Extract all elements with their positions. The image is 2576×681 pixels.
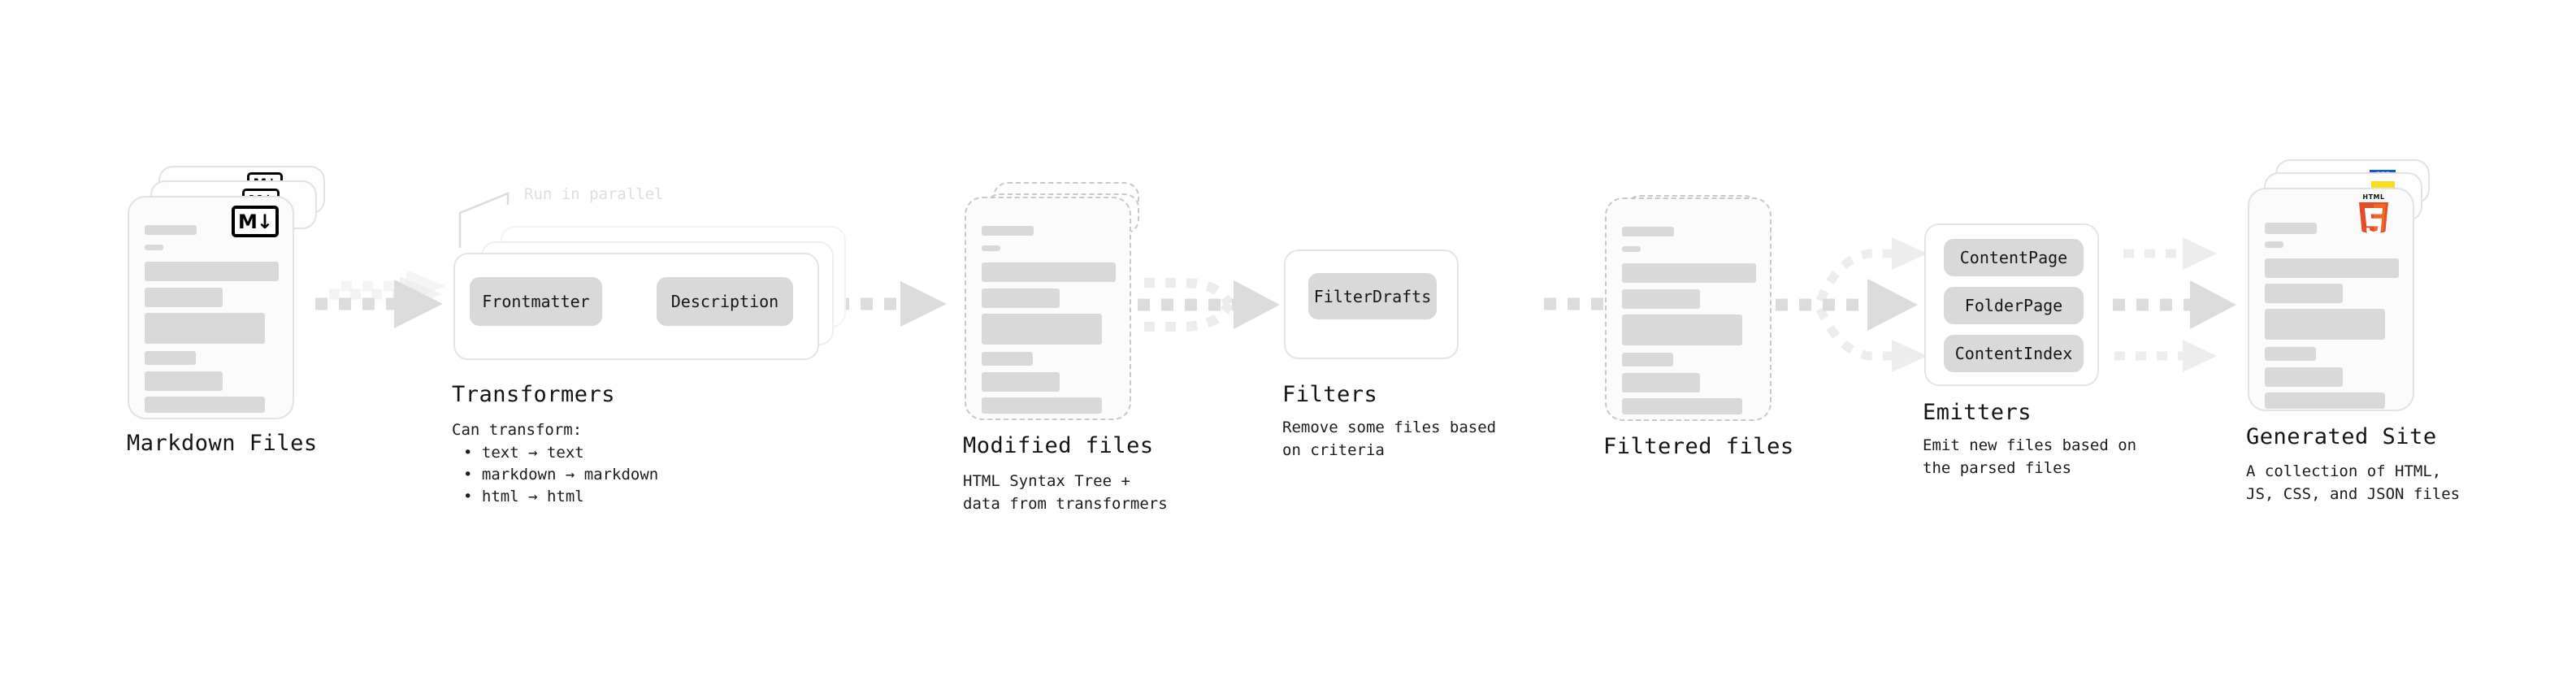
skeleton-line [145,313,265,344]
transformer-panel-front: Frontmatter Description [453,253,819,360]
emitter-node-contentindex-label: ContentIndex [1954,344,2073,363]
skeleton-line [145,351,196,365]
skeleton-line [145,288,223,307]
stage-desc-generated-site: A collection of HTML, JS, CSS, and JSON … [2246,462,2461,503]
skeleton-line [145,397,265,413]
markdown-badge-arrow: ↓ [256,210,273,233]
skeleton-line [2265,258,2399,278]
arrow-modified-to-filters [1138,278,1280,332]
skeleton-line [2265,393,2385,409]
generated-file-front [2248,188,2414,411]
skeleton-line [1622,373,1700,393]
skeleton-line [982,226,1034,236]
stage-title-generated-site: Generated Site [2246,424,2437,449]
stage-desc-transformers: Can transform: [452,421,583,439]
stage-title-markdown-files: Markdown Files [127,431,318,456]
arrow-markdown-to-transformers [315,270,445,328]
transformers-bullet-2: • html → html [463,488,584,505]
stage-title-filters: Filters [1282,382,1378,407]
markdown-icon: M↓ [232,206,279,237]
transformer-node-frontmatter-label: Frontmatter [482,292,590,311]
stage-title-modified-files: Modified files [963,433,1154,458]
skeleton-line [1622,353,1673,367]
stage-title-emitters: Emitters [1923,400,2032,425]
emitter-node-contentindex[interactable]: ContentIndex [1944,335,2084,372]
run-in-parallel-annotation: Run in parallel [524,185,664,203]
emitter-node-contentpage[interactable]: ContentPage [1944,239,2084,276]
html5-icon: HTML [2355,192,2392,236]
arrow-filtered-to-emitters [1776,237,1928,372]
skeleton-line [982,352,1033,366]
stage-desc-modified-files: HTML Syntax Tree + data from transformer… [963,472,1168,513]
transformer-node-frontmatter[interactable]: Frontmatter [470,277,602,326]
skeleton-line [1622,263,1756,283]
filtered-file-front [1605,197,1772,421]
stage-title-filtered-files: Filtered files [1603,434,1794,459]
skeleton-line [982,314,1102,345]
emitters-panel: ContentPage FolderPage ContentIndex [1924,223,2099,386]
skeleton-line [145,262,279,281]
skeleton-line [1622,398,1742,414]
skeleton-line [2265,284,2343,303]
stage-desc-emitters: Emit new files based on the parsed files [1923,436,2137,477]
skeleton-line [145,245,163,250]
arrow-emitters-to-site [2113,237,2236,372]
markdown-badge-letter: M [238,210,258,233]
skeleton-line [982,262,1116,282]
skeleton-line [2265,367,2343,387]
emitter-node-folderpage-label: FolderPage [1964,296,2063,315]
filters-panel: FilterDrafts [1284,249,1459,359]
skeleton-line [1622,246,1641,252]
skeleton-line [2265,309,2385,340]
emitter-node-folderpage[interactable]: FolderPage [1944,287,2084,324]
skeleton-line [982,397,1102,414]
svg-text:HTML: HTML [2362,193,2384,201]
transformers-bullet-0: • text → text [463,444,584,462]
transformers-bullet-1: • markdown → markdown [463,466,659,484]
skeleton-line [2265,223,2317,234]
skeleton-line [1622,314,1742,345]
skeleton-line [1622,289,1700,309]
stage-desc-filters: Remove some files based on criteria [1282,419,1497,459]
html5-shield-svg: HTML [2359,193,2388,236]
arrow-transformers-to-modified [837,281,947,327]
skeleton-line [145,225,197,235]
emitter-node-contentpage-label: ContentPage [1959,248,2068,267]
stage-title-transformers: Transformers [452,382,616,407]
skeleton-line [982,288,1060,308]
skeleton-line [2265,347,2316,361]
transformer-node-description-label: Description [670,292,779,311]
skeleton-line [982,245,1000,251]
skeleton-line [145,371,223,391]
modified-file-front [965,197,1131,420]
skeleton-line [982,372,1060,392]
filter-node-filterdrafts[interactable]: FilterDrafts [1308,273,1437,319]
skeleton-line [2265,241,2283,248]
transformer-node-description[interactable]: Description [657,277,793,326]
skeleton-line [1622,227,1674,236]
filter-node-filterdrafts-label: FilterDrafts [1313,286,1432,306]
